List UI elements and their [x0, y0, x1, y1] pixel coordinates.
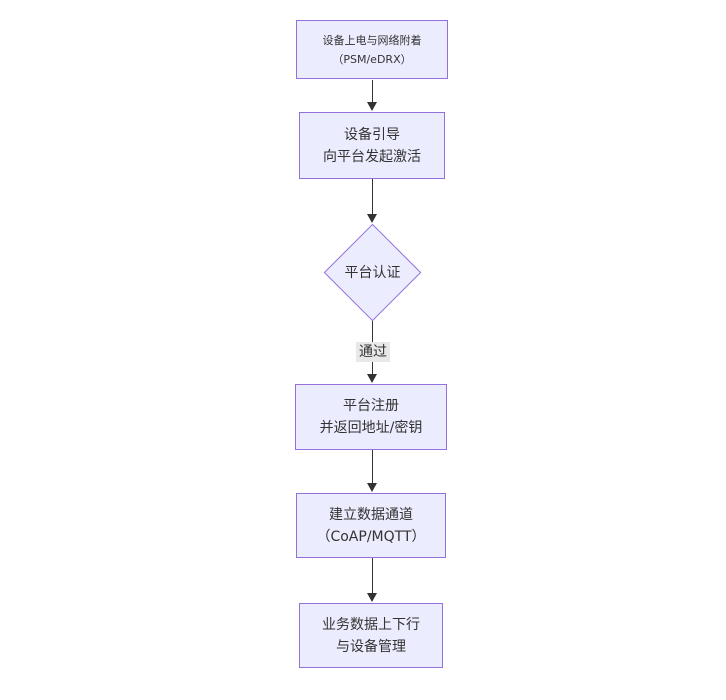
edge-line: [372, 179, 373, 215]
node-text-line: 向平台发起激活: [323, 148, 421, 165]
arrowhead-icon: [367, 593, 377, 602]
node-data-channel: 建立数据通道 （CoAP/MQTT）: [296, 493, 446, 558]
node-device-bootstrap: 设备引导 向平台发起激活: [299, 112, 445, 179]
node-text-line: 建立数据通道: [329, 506, 413, 523]
node-platform-register: 平台注册 并返回地址/密钥: [295, 384, 447, 450]
node-text-line: 设备引导: [344, 126, 400, 143]
arrowhead-icon: [367, 214, 377, 223]
node-text-line: （CoAP/MQTT）: [316, 528, 426, 545]
node-business-data: 业务数据上下行 与设备管理: [299, 603, 443, 668]
edge-line: [372, 558, 373, 594]
node-text-line: 与设备管理: [336, 638, 406, 655]
node-text-line: 设备上电与网络附着: [322, 33, 422, 47]
node-power-network-attach: 设备上电与网络附着 （PSM/eDRX）: [296, 20, 448, 79]
node-text-line: 平台注册: [343, 398, 399, 414]
edge-label-pass: 通过: [356, 342, 390, 362]
edge-line: [372, 450, 373, 484]
arrowhead-icon: [367, 102, 377, 111]
node-text-line: 业务数据上下行: [322, 616, 420, 633]
node-text-line: （PSM/eDRX）: [332, 52, 412, 66]
arrowhead-icon: [367, 374, 377, 383]
arrowhead-icon: [367, 483, 377, 492]
edge-line: [372, 80, 373, 103]
decision-platform-auth: 平台认证: [323, 223, 422, 322]
node-text-line: 并返回地址/密钥: [319, 420, 423, 436]
node-text-line: 平台认证: [344, 264, 401, 281]
